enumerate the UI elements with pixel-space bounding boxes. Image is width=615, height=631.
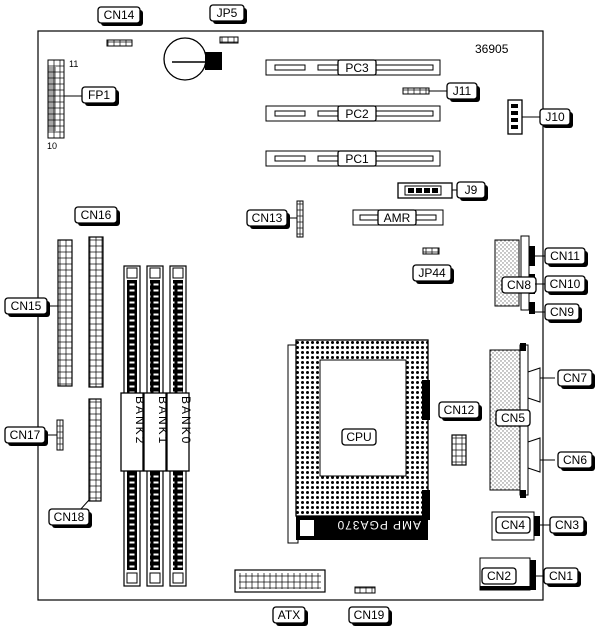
cn2-label: CN2 — [487, 569, 511, 583]
cn4-port: CN4 — [491, 511, 540, 541]
j11-label: J11 — [453, 84, 472, 98]
cn14-label: CN14 — [104, 8, 135, 22]
cn8-label: CN8 — [507, 278, 531, 292]
pc2-label: PC2 — [345, 107, 369, 121]
jp5-jumper — [219, 36, 239, 44]
cn11-callout: CN11 — [535, 247, 588, 267]
j9-callout: J9 — [452, 181, 488, 201]
j11-connector — [402, 87, 430, 95]
cn6-callout: CN6 — [540, 451, 595, 471]
cn5-label: CN5 — [501, 411, 525, 425]
cn16-callout: CN16 — [74, 206, 120, 226]
jp44-label: JP44 — [418, 266, 446, 280]
pci-slot-pc1: PC1 — [265, 150, 441, 167]
cn17-callout: CN17 — [4, 426, 57, 446]
fp1-callout: FP1 — [64, 86, 119, 106]
cpu-socket: CPU AMP PGA370 — [287, 339, 430, 544]
cn12-label: CN12 — [444, 403, 475, 417]
j10-connector — [507, 99, 523, 135]
cpu-label: CPU — [346, 430, 371, 444]
cn1-callout: CN1 — [536, 567, 581, 587]
cn13-header — [296, 200, 304, 238]
atx-connector — [234, 569, 326, 593]
cn19-label: CN19 — [354, 608, 385, 622]
cn17-label: CN17 — [10, 428, 41, 442]
cn4-label: CN4 — [501, 518, 525, 532]
cn13-callout: CN13 — [246, 209, 297, 229]
j9-label: J9 — [465, 183, 478, 197]
cn9-callout: CN9 — [535, 303, 582, 323]
cn19-header — [354, 586, 376, 594]
jp44-callout: JP44 — [412, 264, 454, 284]
jp5-label: JP5 — [217, 6, 238, 20]
cn5-port-block: CN5 — [489, 343, 541, 498]
cn3-label: CN3 — [555, 518, 579, 532]
socket-label: AMP PGA370 — [337, 518, 421, 532]
pc3-label: PC3 — [345, 61, 369, 75]
cn1-label: CN1 — [549, 569, 573, 583]
fp1-pin11-label: 11 — [69, 59, 78, 69]
cn18-connector — [88, 398, 102, 502]
cn15-connector — [57, 239, 73, 387]
amr-label: AMR — [384, 211, 411, 225]
cn9-label: CN9 — [550, 305, 574, 319]
atx-label: ATX — [278, 608, 300, 622]
amr-slot: AMR — [352, 209, 444, 226]
cn13-label: CN13 — [252, 211, 283, 225]
dimm-bank2: BANK2 — [120, 265, 147, 587]
j11-callout: J11 — [429, 82, 480, 102]
battery — [163, 37, 222, 81]
fp1-label: FP1 — [88, 88, 110, 102]
pci-slot-pc2: PC2 — [265, 105, 441, 122]
j10-callout: J10 — [522, 108, 573, 128]
j9-connector — [397, 182, 453, 199]
cn16-connector — [88, 236, 104, 388]
fp1-header — [47, 59, 65, 139]
cn10-callout: CN10 — [535, 275, 588, 295]
cn11-label: CN11 — [550, 249, 580, 263]
dimm-bank1: BANK1 — [143, 265, 170, 587]
cn7-callout: CN7 — [540, 369, 595, 389]
dimm-bank0: BANK0 — [166, 265, 193, 587]
j10-label: J10 — [545, 110, 565, 124]
cn12-header — [451, 434, 467, 466]
fp1-pin10-label: 10 — [47, 141, 57, 151]
cn15-label: CN15 — [11, 299, 42, 313]
cn14-connector — [106, 39, 133, 47]
cn19-callout: CN19 — [348, 606, 392, 626]
cn2-port: CN2 — [479, 557, 536, 591]
bank0-label: BANK0 — [179, 396, 193, 445]
cn15-callout: CN15 — [4, 297, 58, 317]
cn18-label: CN18 — [54, 510, 85, 524]
cn10-label: CN10 — [550, 277, 581, 291]
cn7-label: CN7 — [563, 371, 587, 385]
atx-callout: ATX — [272, 606, 308, 626]
cn12-callout: CN12 — [438, 401, 482, 421]
cn16-label: CN16 — [81, 208, 112, 222]
board-id: 36905 — [475, 42, 509, 56]
cn3-callout: CN3 — [540, 516, 587, 536]
pc1-label: PC1 — [345, 152, 369, 166]
cn18-callout: CN18 — [48, 499, 92, 528]
jp44-jumper — [422, 247, 440, 255]
cn17-header — [56, 419, 64, 451]
cn14-callout: CN14 — [97, 6, 143, 26]
cn6-label: CN6 — [563, 453, 587, 467]
cn8-audio-block: CN8 — [494, 235, 537, 314]
jp5-callout: JP5 — [209, 4, 247, 24]
pci-slot-pc3: PC3 — [265, 59, 441, 76]
